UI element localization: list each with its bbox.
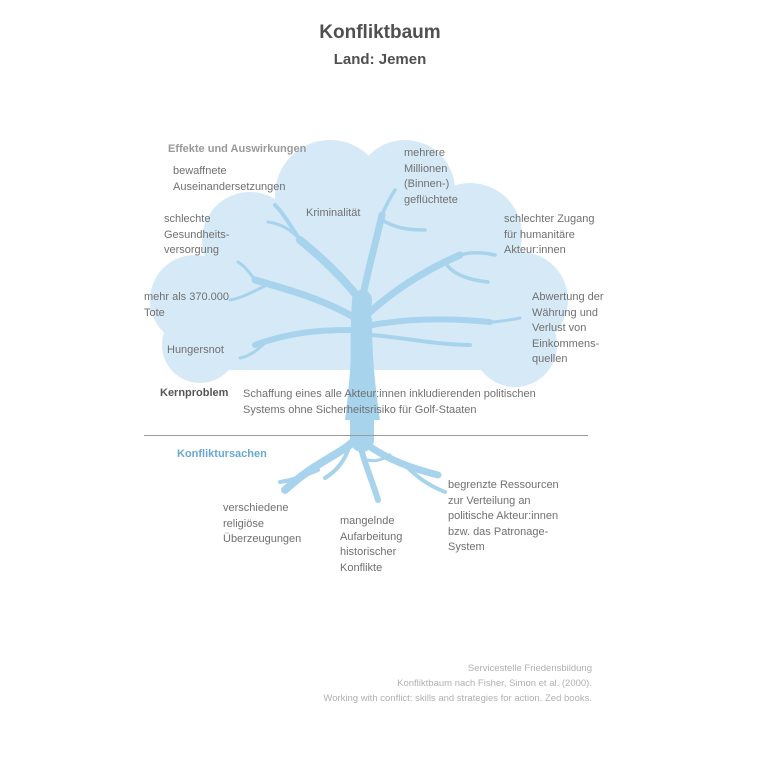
tree-trunk bbox=[345, 318, 380, 420]
core-problem-text: Schaffung eines alle Akteur:innen inklud… bbox=[243, 388, 536, 416]
page-subtitle: Land: Jemen bbox=[333, 51, 427, 68]
credit-reference: Konfliktbaum nach Fisher, Simon et al. (… bbox=[397, 678, 592, 689]
effect-famine: Hungersnot bbox=[167, 344, 224, 356]
causes-heading: Konfliktursachen bbox=[177, 448, 267, 460]
page-title: Konfliktbaum bbox=[319, 22, 441, 43]
source-credits: Servicestelle Friedensbildung Konfliktba… bbox=[323, 661, 592, 706]
tree-roots bbox=[278, 408, 447, 503]
effects-heading: Effekte und Auswirkungen bbox=[168, 143, 307, 155]
credit-publication: Working with conflict: skills and strate… bbox=[323, 693, 592, 704]
core-problem-heading: Kernproblem bbox=[160, 387, 229, 399]
credit-organization: Servicestelle Friedensbildung bbox=[467, 663, 592, 674]
ground-divider bbox=[144, 435, 588, 436]
effect-crime: Kriminalität bbox=[306, 207, 361, 219]
